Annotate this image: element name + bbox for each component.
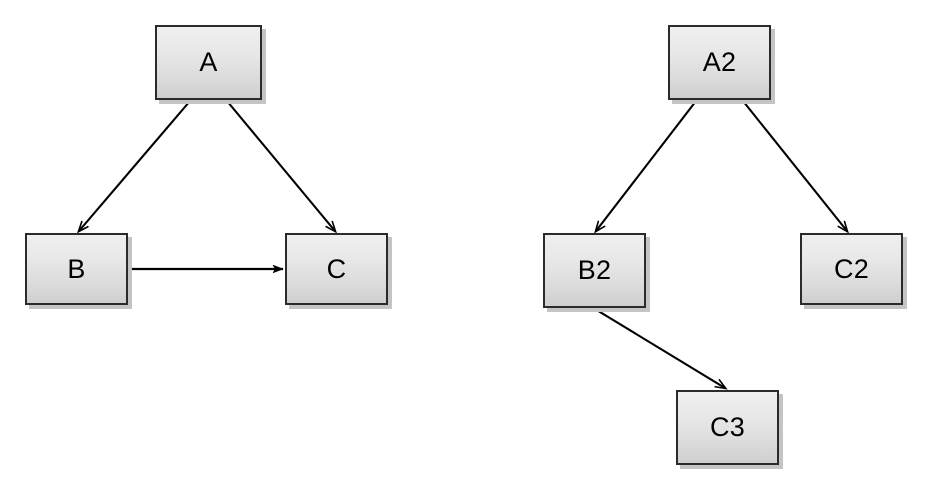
edge-a2-to-b2[interactable] <box>594 100 697 234</box>
edge-a2-to-c2[interactable] <box>742 100 849 234</box>
node-a2[interactable]: A2 <box>668 25 771 100</box>
edges-group <box>76 100 849 390</box>
edge-b2-to-c3[interactable] <box>594 308 728 390</box>
edge-a-to-b[interactable] <box>76 100 191 234</box>
node-label: A <box>199 47 218 77</box>
node-c3[interactable]: C3 <box>676 390 779 465</box>
node-label: A2 <box>702 47 737 77</box>
node-label: C <box>326 253 347 284</box>
node-label: C3 <box>709 412 746 442</box>
edge-a-to-c[interactable] <box>226 100 338 234</box>
node-label: B <box>67 253 86 284</box>
node-c[interactable]: C <box>285 233 388 305</box>
node-c2[interactable]: C2 <box>800 233 903 305</box>
node-label: C2 <box>833 253 870 284</box>
node-a[interactable]: A <box>155 25 262 100</box>
node-b[interactable]: B <box>25 233 128 305</box>
node-label: B2 <box>577 255 612 285</box>
node-b2[interactable]: B2 <box>543 233 646 308</box>
